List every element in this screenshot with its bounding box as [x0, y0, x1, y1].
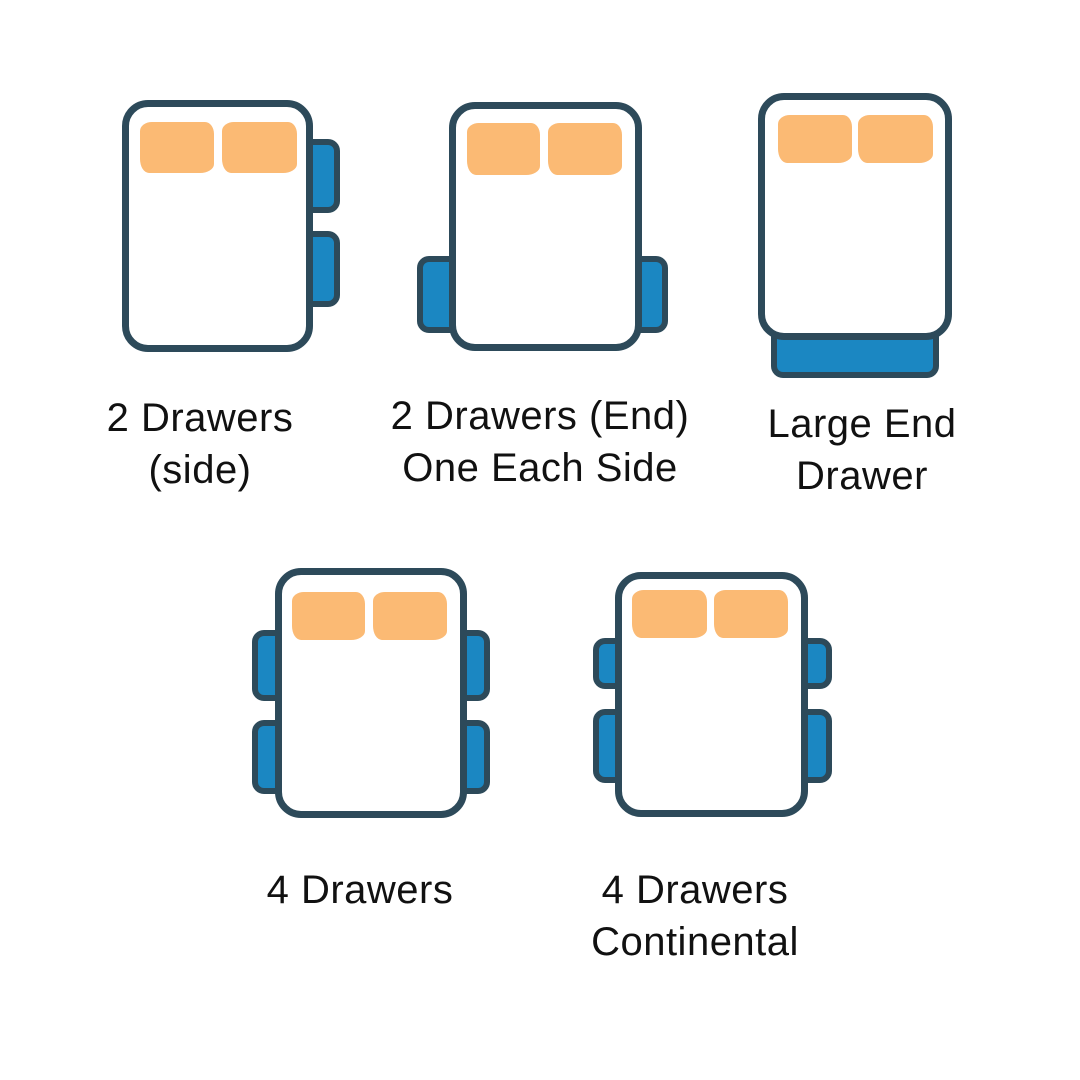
bed-label-line: Drawer	[796, 454, 928, 498]
bed-label-line: 2 Drawers	[106, 396, 294, 440]
pillow-icon	[858, 115, 933, 163]
pillow-icon	[632, 590, 707, 638]
pillow-icon	[778, 115, 852, 163]
bed-label: Large End Drawer	[712, 398, 1012, 502]
bed-label: 4 Drawers	[210, 864, 510, 916]
bed-label: 4 Drawers Continental	[545, 864, 845, 968]
pillow-icon	[292, 592, 365, 640]
pillow-icon	[373, 592, 447, 640]
bed-label: 2 Drawers (side)	[50, 392, 350, 496]
bed-icon	[275, 568, 467, 818]
bed-label-line: One Each Side	[402, 446, 678, 490]
bed-icon	[449, 102, 642, 351]
pillow-icon	[140, 122, 214, 173]
bed-label: 2 Drawers (End) One Each Side	[390, 390, 690, 494]
bed-label-line: Continental	[591, 920, 799, 964]
bed-label-line: 4 Drawers	[266, 868, 454, 912]
bed-label-line: Large End	[767, 402, 957, 446]
bed-label-line: 4 Drawers	[601, 868, 789, 912]
pillow-icon	[222, 122, 297, 173]
bed-icon	[758, 93, 952, 340]
bed-icon	[122, 100, 313, 352]
pillow-icon	[467, 123, 540, 175]
pillow-icon	[548, 123, 622, 175]
pillow-icon	[714, 590, 788, 638]
bed-icon	[615, 572, 808, 817]
bed-label-line: 2 Drawers (End)	[390, 394, 690, 438]
bed-label-line: (side)	[148, 448, 252, 492]
